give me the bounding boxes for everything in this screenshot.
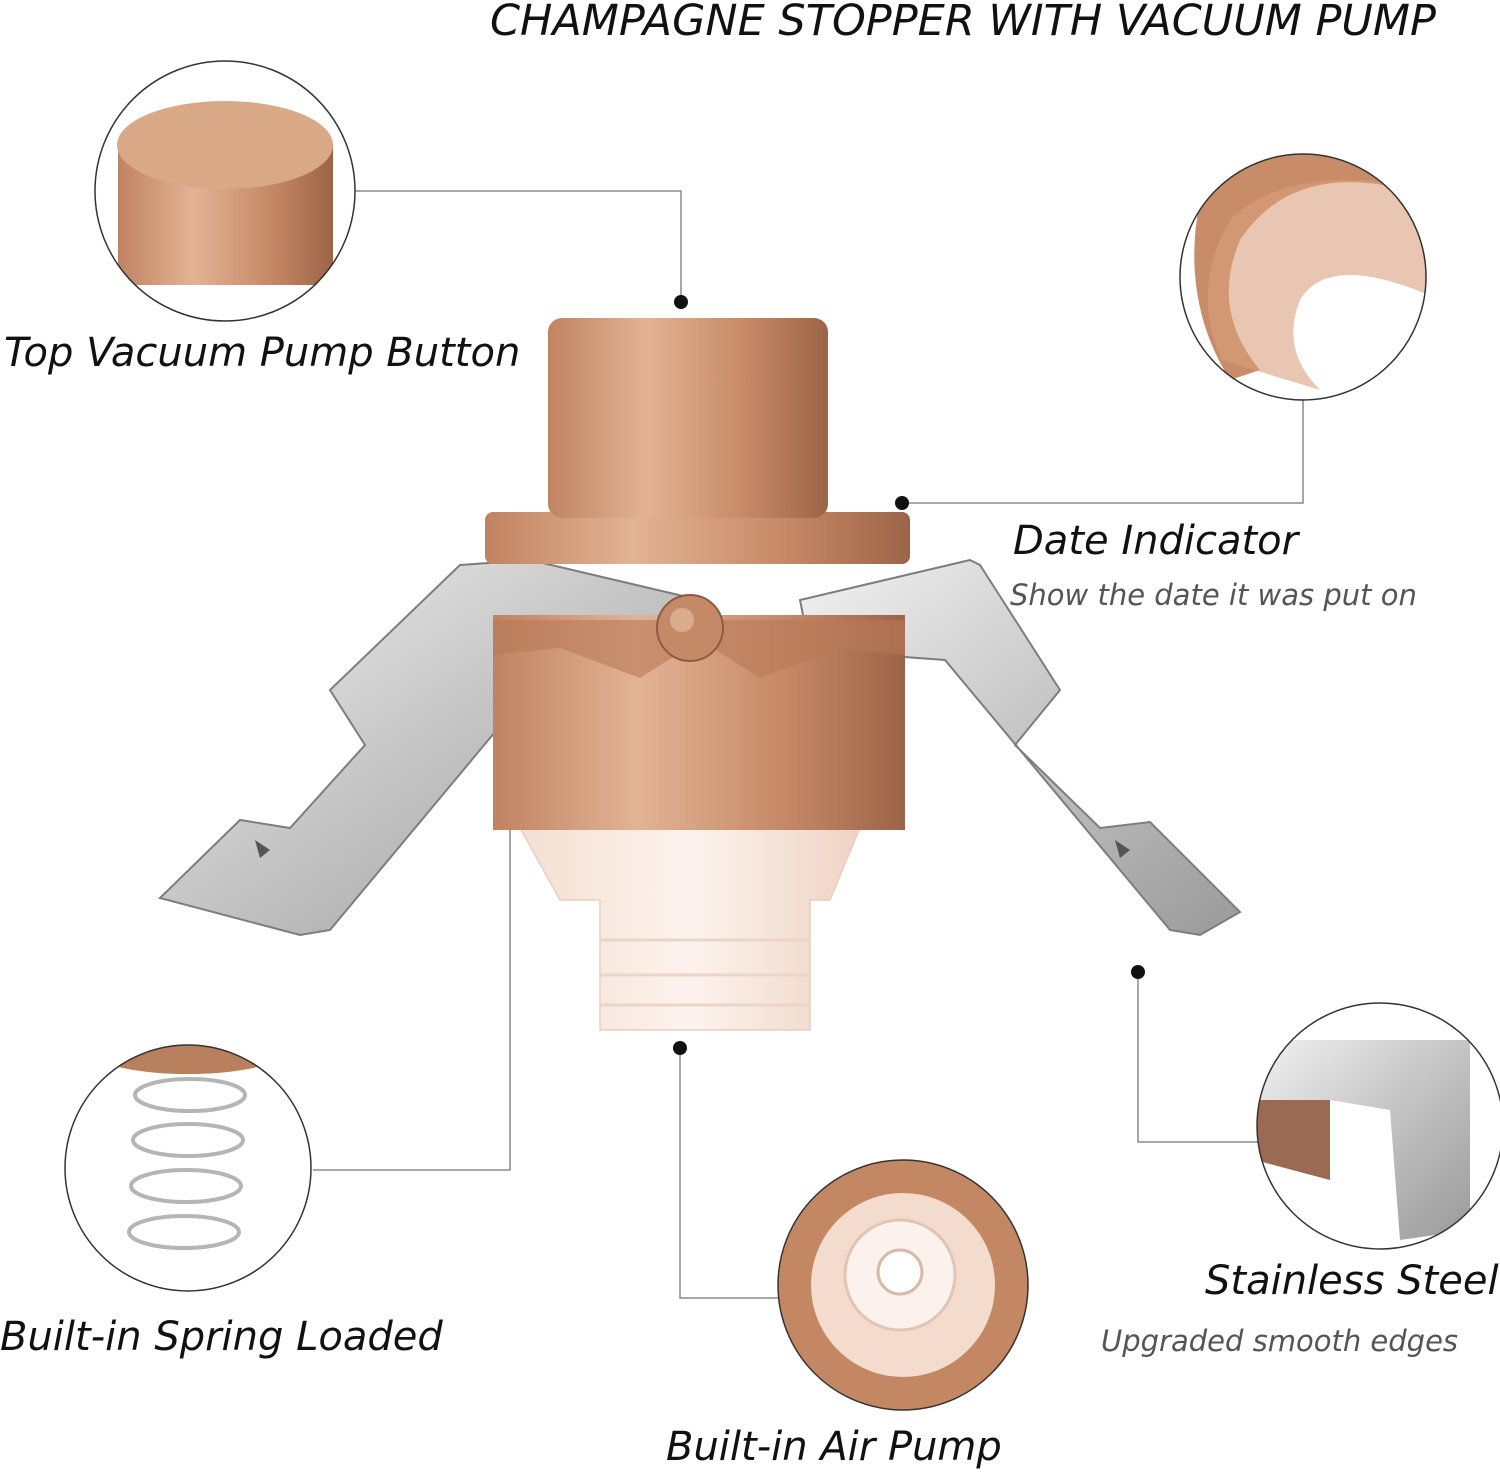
date-indicator-description: Show the date it was put on	[1010, 578, 1417, 612]
date-ring-detail-image	[1179, 153, 1427, 401]
steel-edge-detail-image	[1256, 1002, 1500, 1250]
callout-leader-lines	[313, 190, 1304, 1299]
air-pump-detail-image	[777, 1159, 1029, 1411]
page-title: CHAMPAGNE STOPPER WITH VACUUM PUMP	[490, 0, 1436, 46]
top-button-label: Top Vacuum Pump Button	[4, 330, 521, 376]
copper-body	[485, 318, 910, 830]
spring-detail-image	[64, 1044, 312, 1292]
stainless-steel-label: Stainless Steel	[1205, 1258, 1499, 1304]
date-indicator-label: Date Indicator	[1013, 518, 1299, 564]
silicone-stopper	[518, 827, 862, 1031]
air-pump-label: Built-in Air Pump	[666, 1424, 1002, 1470]
stainless-steel-description: Upgraded smooth edges	[1101, 1324, 1459, 1358]
top-button-detail-image	[94, 60, 356, 322]
spring-label: Built-in Spring Loaded	[0, 1314, 443, 1360]
